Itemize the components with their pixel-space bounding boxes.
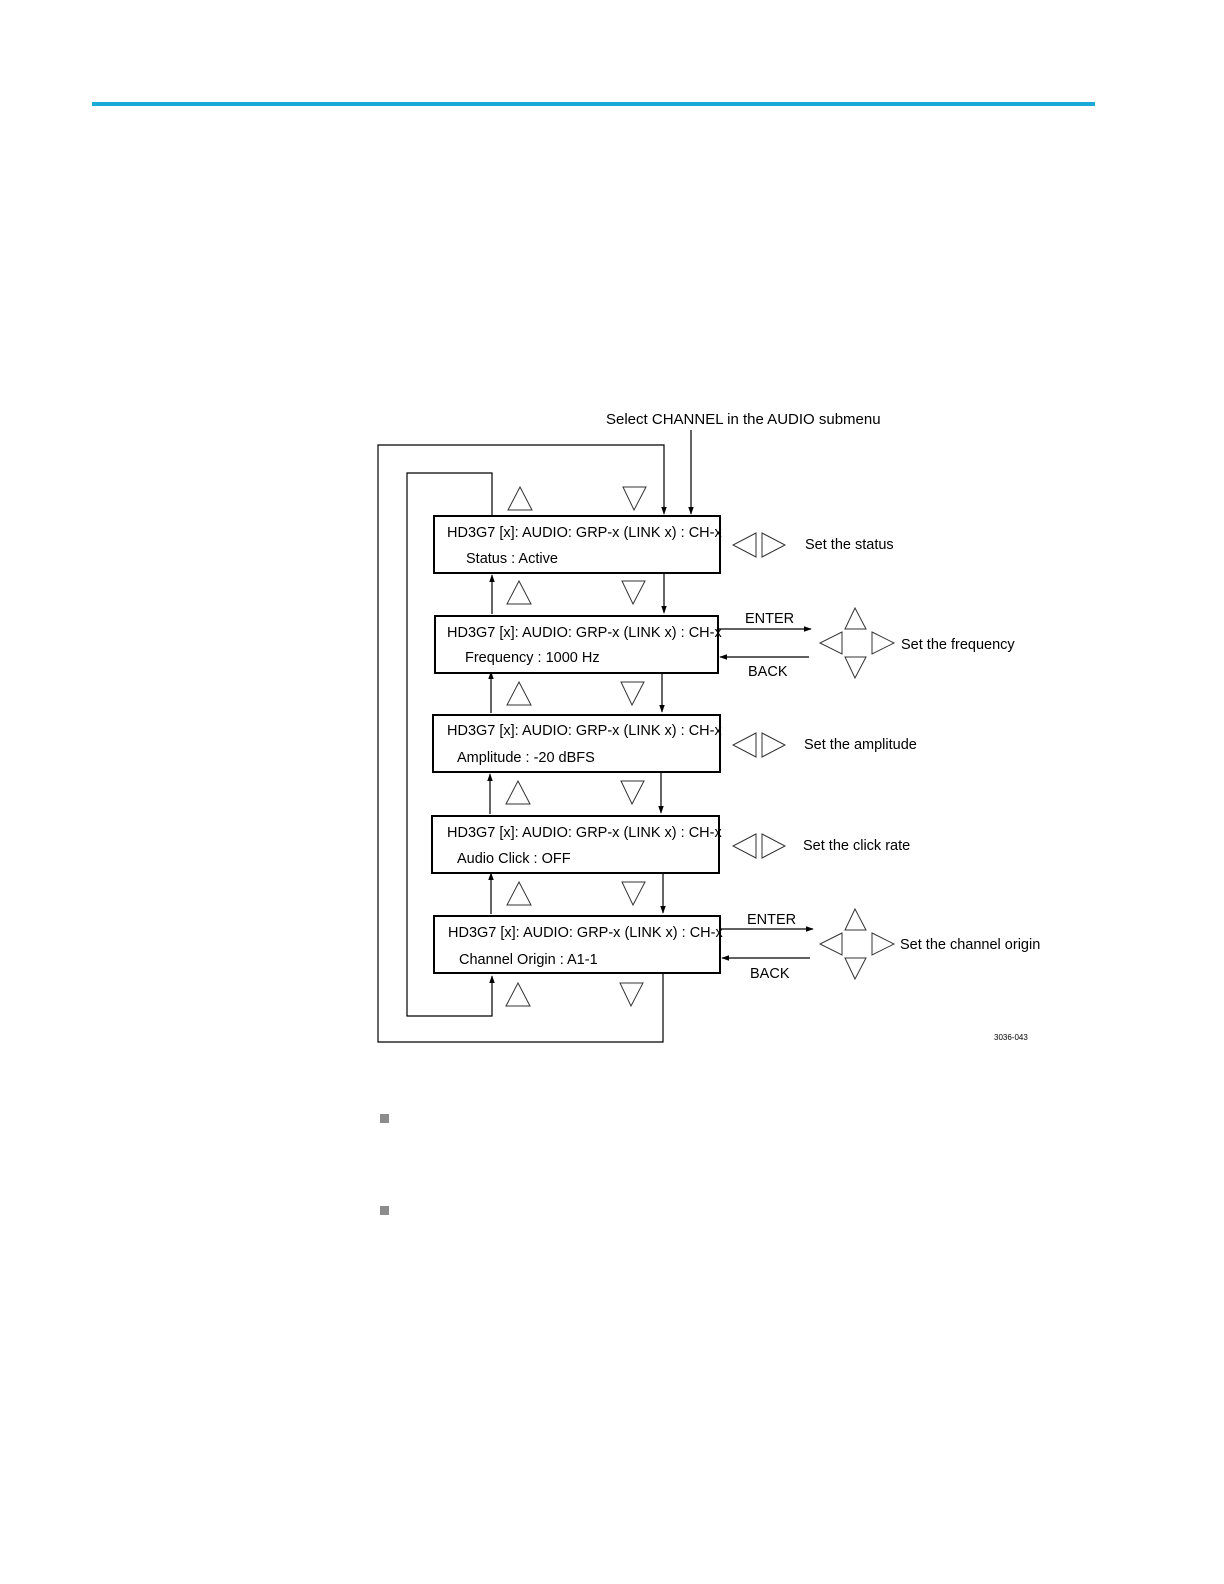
- bullet-marker: [380, 1206, 389, 1215]
- screen-title: HD3G7 [x]: AUDIO: GRP-x (LINK x) : CH-x: [447, 723, 722, 739]
- right-arrow-icon: [761, 833, 787, 859]
- left-arrow-icon: [731, 732, 757, 758]
- back-label: BACK: [748, 664, 788, 680]
- screen-value: Amplitude : -20 dBFS: [457, 750, 595, 766]
- screen-status: HD3G7 [x]: AUDIO: GRP-x (LINK x) : CH-x …: [433, 515, 722, 574]
- header-rule: [92, 102, 1095, 106]
- screen-frequency: HD3G7 [x]: AUDIO: GRP-x (LINK x) : CH-x …: [434, 615, 722, 674]
- down-arrow-icon: [620, 681, 645, 707]
- up-arrow-icon: [505, 779, 531, 805]
- screen-value: Frequency : 1000 Hz: [465, 650, 600, 666]
- down-arrow-icon: [622, 486, 647, 512]
- up-arrow-icon: [506, 880, 532, 906]
- action-label: Set the channel origin: [900, 937, 1040, 953]
- action-label: Set the amplitude: [804, 737, 917, 753]
- right-arrow-icon: [761, 732, 787, 758]
- up-arrow-icon: [505, 981, 531, 1007]
- enter-label: ENTER: [745, 611, 794, 627]
- down-arrow-icon: [621, 881, 646, 907]
- left-arrow-icon: [818, 631, 843, 655]
- up-arrow-icon: [844, 907, 867, 931]
- entry-label: Select CHANNEL in the AUDIO submenu: [606, 411, 881, 428]
- down-arrow-icon: [620, 780, 645, 806]
- screen-audio-click: HD3G7 [x]: AUDIO: GRP-x (LINK x) : CH-x …: [431, 815, 722, 874]
- back-label: BACK: [750, 966, 790, 982]
- right-arrow-icon: [761, 532, 787, 558]
- wrap-down-loop: [377, 444, 667, 1043]
- wrap-up-loop: [406, 472, 495, 1017]
- screen-title: HD3G7 [x]: AUDIO: GRP-x (LINK x) : CH-x: [448, 925, 723, 941]
- up-arrow-icon: [506, 680, 532, 706]
- down-arrow-icon: [844, 656, 867, 680]
- left-arrow-icon: [731, 833, 757, 859]
- left-arrow-icon: [818, 932, 843, 956]
- down-arrow-icon: [619, 982, 644, 1008]
- down-arrow-icon: [844, 957, 867, 981]
- figure-id: 3036-043: [994, 1033, 1028, 1042]
- left-arrow-icon: [731, 532, 757, 558]
- down-arrow-icon: [621, 580, 646, 606]
- screen-value: Status : Active: [466, 551, 558, 567]
- screen-title: HD3G7 [x]: AUDIO: GRP-x (LINK x) : CH-x: [447, 625, 722, 641]
- screen-amplitude: HD3G7 [x]: AUDIO: GRP-x (LINK x) : CH-x …: [432, 714, 722, 773]
- up-arrow-icon: [844, 606, 867, 630]
- up-arrow-icon: [507, 485, 533, 511]
- enter-label: ENTER: [747, 912, 796, 928]
- action-label: Set the click rate: [803, 838, 910, 854]
- right-arrow-icon: [871, 932, 896, 956]
- screen-title: HD3G7 [x]: AUDIO: GRP-x (LINK x) : CH-x: [447, 525, 722, 541]
- screen-value: Channel Origin : A1-1: [459, 952, 598, 968]
- screen-value: Audio Click : OFF: [457, 851, 571, 867]
- screen-channel-origin: HD3G7 [x]: AUDIO: GRP-x (LINK x) : CH-x …: [433, 915, 723, 974]
- right-arrow-icon: [871, 631, 896, 655]
- action-label: Set the frequency: [901, 637, 1015, 653]
- screen-title: HD3G7 [x]: AUDIO: GRP-x (LINK x) : CH-x: [447, 825, 722, 841]
- action-label: Set the status: [805, 537, 894, 553]
- up-arrow-icon: [506, 579, 532, 605]
- bullet-marker: [380, 1114, 389, 1123]
